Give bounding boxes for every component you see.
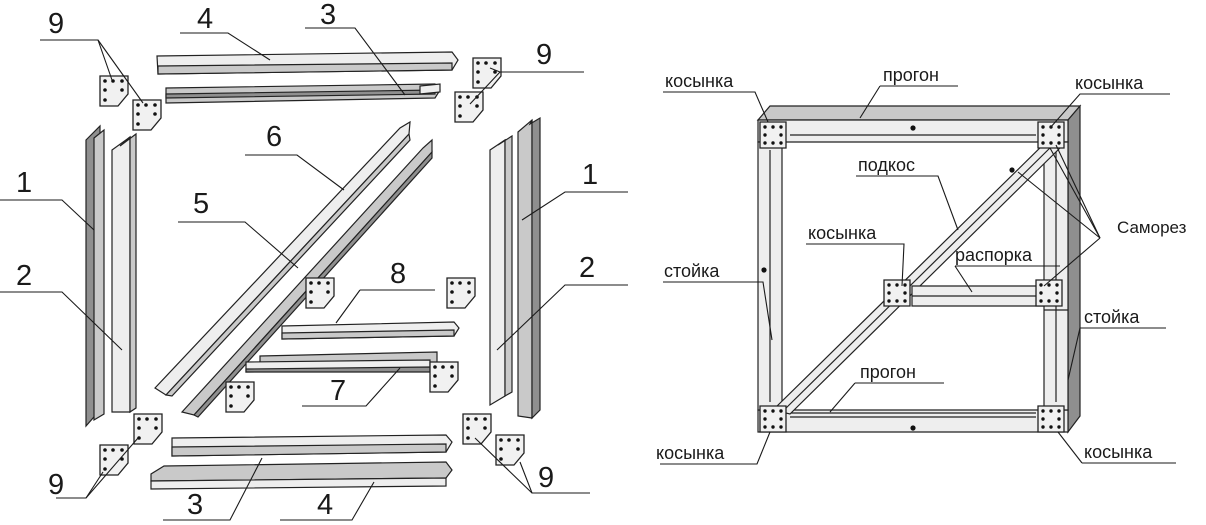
gusset-plate (225, 381, 255, 413)
gusset-plate (133, 413, 163, 445)
gusset-plate (1037, 405, 1065, 433)
brace-profile-6 (154, 120, 411, 397)
gusset-plate (495, 434, 525, 466)
label-post-right: стойка (1084, 307, 1140, 327)
right-profile-2 (489, 134, 513, 407)
callout-1: 1 (582, 159, 598, 191)
gusset-plate (472, 57, 502, 89)
gusset-plate (1035, 279, 1063, 307)
label-gusset-top-right: косынка (1075, 73, 1144, 93)
callout-9: 9 (48, 469, 64, 501)
callout-9: 9 (538, 462, 554, 494)
callout-1: 1 (16, 167, 32, 199)
label-gusset-bottom-right: косынка (1084, 442, 1153, 462)
gusset-plate (446, 277, 476, 309)
top-profile-3 (165, 83, 441, 104)
gusset-plate (1037, 121, 1065, 149)
gusset-plate (305, 277, 335, 309)
callout-7: 7 (330, 375, 346, 407)
label-brace: подкос (858, 155, 915, 175)
callout-3: 3 (187, 489, 203, 521)
strut-profile-7 (245, 351, 438, 373)
bottom-purlin (757, 409, 1069, 433)
gusset-plate (99, 75, 129, 107)
gusset-plate (454, 91, 484, 123)
callout-3: 3 (320, 0, 336, 31)
label-purlin-bottom: прогон (860, 362, 916, 382)
diagonal-brace (771, 139, 1064, 415)
left-profile-1 (85, 124, 105, 428)
callout-9: 9 (48, 8, 64, 40)
top-purlin (757, 119, 1069, 143)
callout-4: 4 (197, 3, 213, 35)
assembled-frame: косынка прогон косынка подкос косынка ра… (656, 65, 1187, 465)
right-profile-1 (517, 116, 541, 420)
callout-5: 5 (193, 188, 209, 220)
gusset-plate (132, 99, 162, 131)
label-strut: распорка (955, 245, 1033, 265)
gusset-plate (429, 361, 459, 393)
callout-4: 4 (317, 489, 333, 521)
leader-lines (0, 27, 628, 521)
gusset-plate (99, 444, 129, 476)
label-gusset-top-left: косынка (665, 71, 734, 91)
label-post-left: стойка (664, 261, 720, 281)
exploded-kit: 9 4 3 9 1 2 1 2 6 5 8 7 9 3 4 9 (0, 0, 628, 521)
callout-6: 6 (266, 121, 282, 153)
gusset-plate (883, 279, 911, 307)
label-gusset-bottom-left: косынка (656, 443, 725, 463)
callout-2: 2 (579, 252, 595, 284)
left-profile-2 (111, 132, 137, 414)
strut-profile-8 (281, 321, 460, 340)
callout-9: 9 (536, 39, 552, 71)
frame-leader-lines (660, 85, 1176, 465)
gusset-plate (759, 405, 787, 433)
top-profile-4 (156, 51, 459, 75)
gusset-plate (759, 121, 787, 149)
label-self-tapping-screw: Саморез (1117, 218, 1187, 237)
bottom-profile-4 (150, 461, 453, 490)
callout-2: 2 (16, 260, 32, 292)
label-gusset-middle: косынка (808, 223, 877, 243)
callout-8: 8 (390, 258, 406, 290)
bottom-profile-3 (171, 434, 453, 457)
label-purlin-top: прогон (883, 65, 939, 85)
